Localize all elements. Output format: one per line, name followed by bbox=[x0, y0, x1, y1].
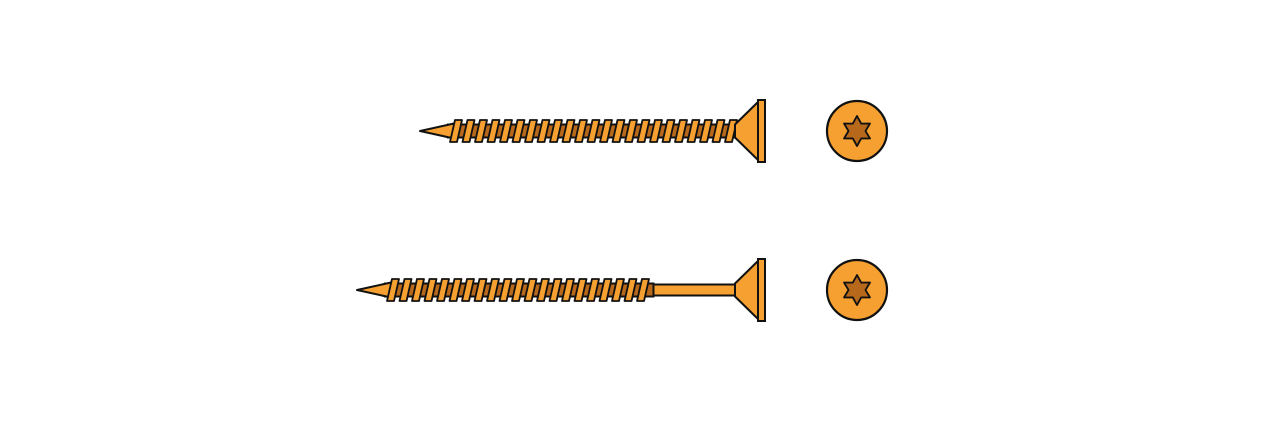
screw-thread bbox=[461, 119, 476, 143]
screw-thread bbox=[586, 278, 600, 302]
screw-shank bbox=[648, 283, 738, 297]
screw-thread bbox=[523, 278, 538, 302]
screw-thread bbox=[548, 278, 563, 302]
screw-thread bbox=[536, 278, 550, 302]
partially-threaded-screw bbox=[356, 258, 766, 322]
torx-star-icon bbox=[843, 115, 871, 147]
fully-threaded-screw bbox=[419, 99, 766, 163]
screw-thread bbox=[636, 119, 651, 143]
torx-star-icon bbox=[843, 274, 871, 306]
screw-thread bbox=[398, 278, 413, 302]
screw-thread bbox=[573, 278, 588, 302]
screw-head-face bbox=[757, 258, 766, 322]
screw-thread bbox=[524, 119, 538, 143]
screw-thread bbox=[561, 119, 576, 143]
screw-thread bbox=[386, 278, 400, 302]
screw-thread bbox=[474, 119, 488, 143]
screw-tip bbox=[419, 122, 455, 140]
screw-thread bbox=[686, 119, 701, 143]
screw-head-cone bbox=[734, 259, 760, 321]
screw-head-cone bbox=[734, 100, 760, 162]
screw-thread bbox=[561, 278, 575, 302]
screw-head-top-view bbox=[825, 258, 889, 322]
screw-head-face bbox=[757, 99, 766, 163]
screw-thread bbox=[574, 119, 588, 143]
screw-thread bbox=[611, 278, 625, 302]
screw-thread bbox=[661, 119, 676, 143]
screw-thread bbox=[511, 278, 525, 302]
screw-thread bbox=[636, 278, 650, 302]
screw-thread bbox=[486, 278, 500, 302]
screw-thread bbox=[511, 119, 526, 143]
screw-thread bbox=[498, 278, 513, 302]
screw-thread bbox=[699, 119, 713, 143]
screw-thread bbox=[711, 119, 726, 143]
screw-thread bbox=[436, 278, 450, 302]
screw-thread bbox=[586, 119, 601, 143]
screw-thread bbox=[473, 278, 488, 302]
screw-thread bbox=[598, 278, 613, 302]
screw-thread bbox=[423, 278, 438, 302]
screw-thread bbox=[486, 119, 501, 143]
screw-thread bbox=[448, 278, 463, 302]
screw-thread bbox=[674, 119, 688, 143]
screw-thread bbox=[461, 278, 475, 302]
screw-thread bbox=[624, 119, 638, 143]
screw-thread bbox=[411, 278, 425, 302]
screw-tip bbox=[356, 281, 392, 299]
screw-thread bbox=[549, 119, 563, 143]
screw-thread bbox=[649, 119, 663, 143]
screw-thread bbox=[499, 119, 513, 143]
screw-thread bbox=[611, 119, 626, 143]
screw-thread bbox=[623, 278, 638, 302]
screw-thread bbox=[599, 119, 613, 143]
screw-head-top-view bbox=[825, 99, 889, 163]
screw-thread bbox=[536, 119, 551, 143]
screw-thread bbox=[449, 119, 463, 143]
